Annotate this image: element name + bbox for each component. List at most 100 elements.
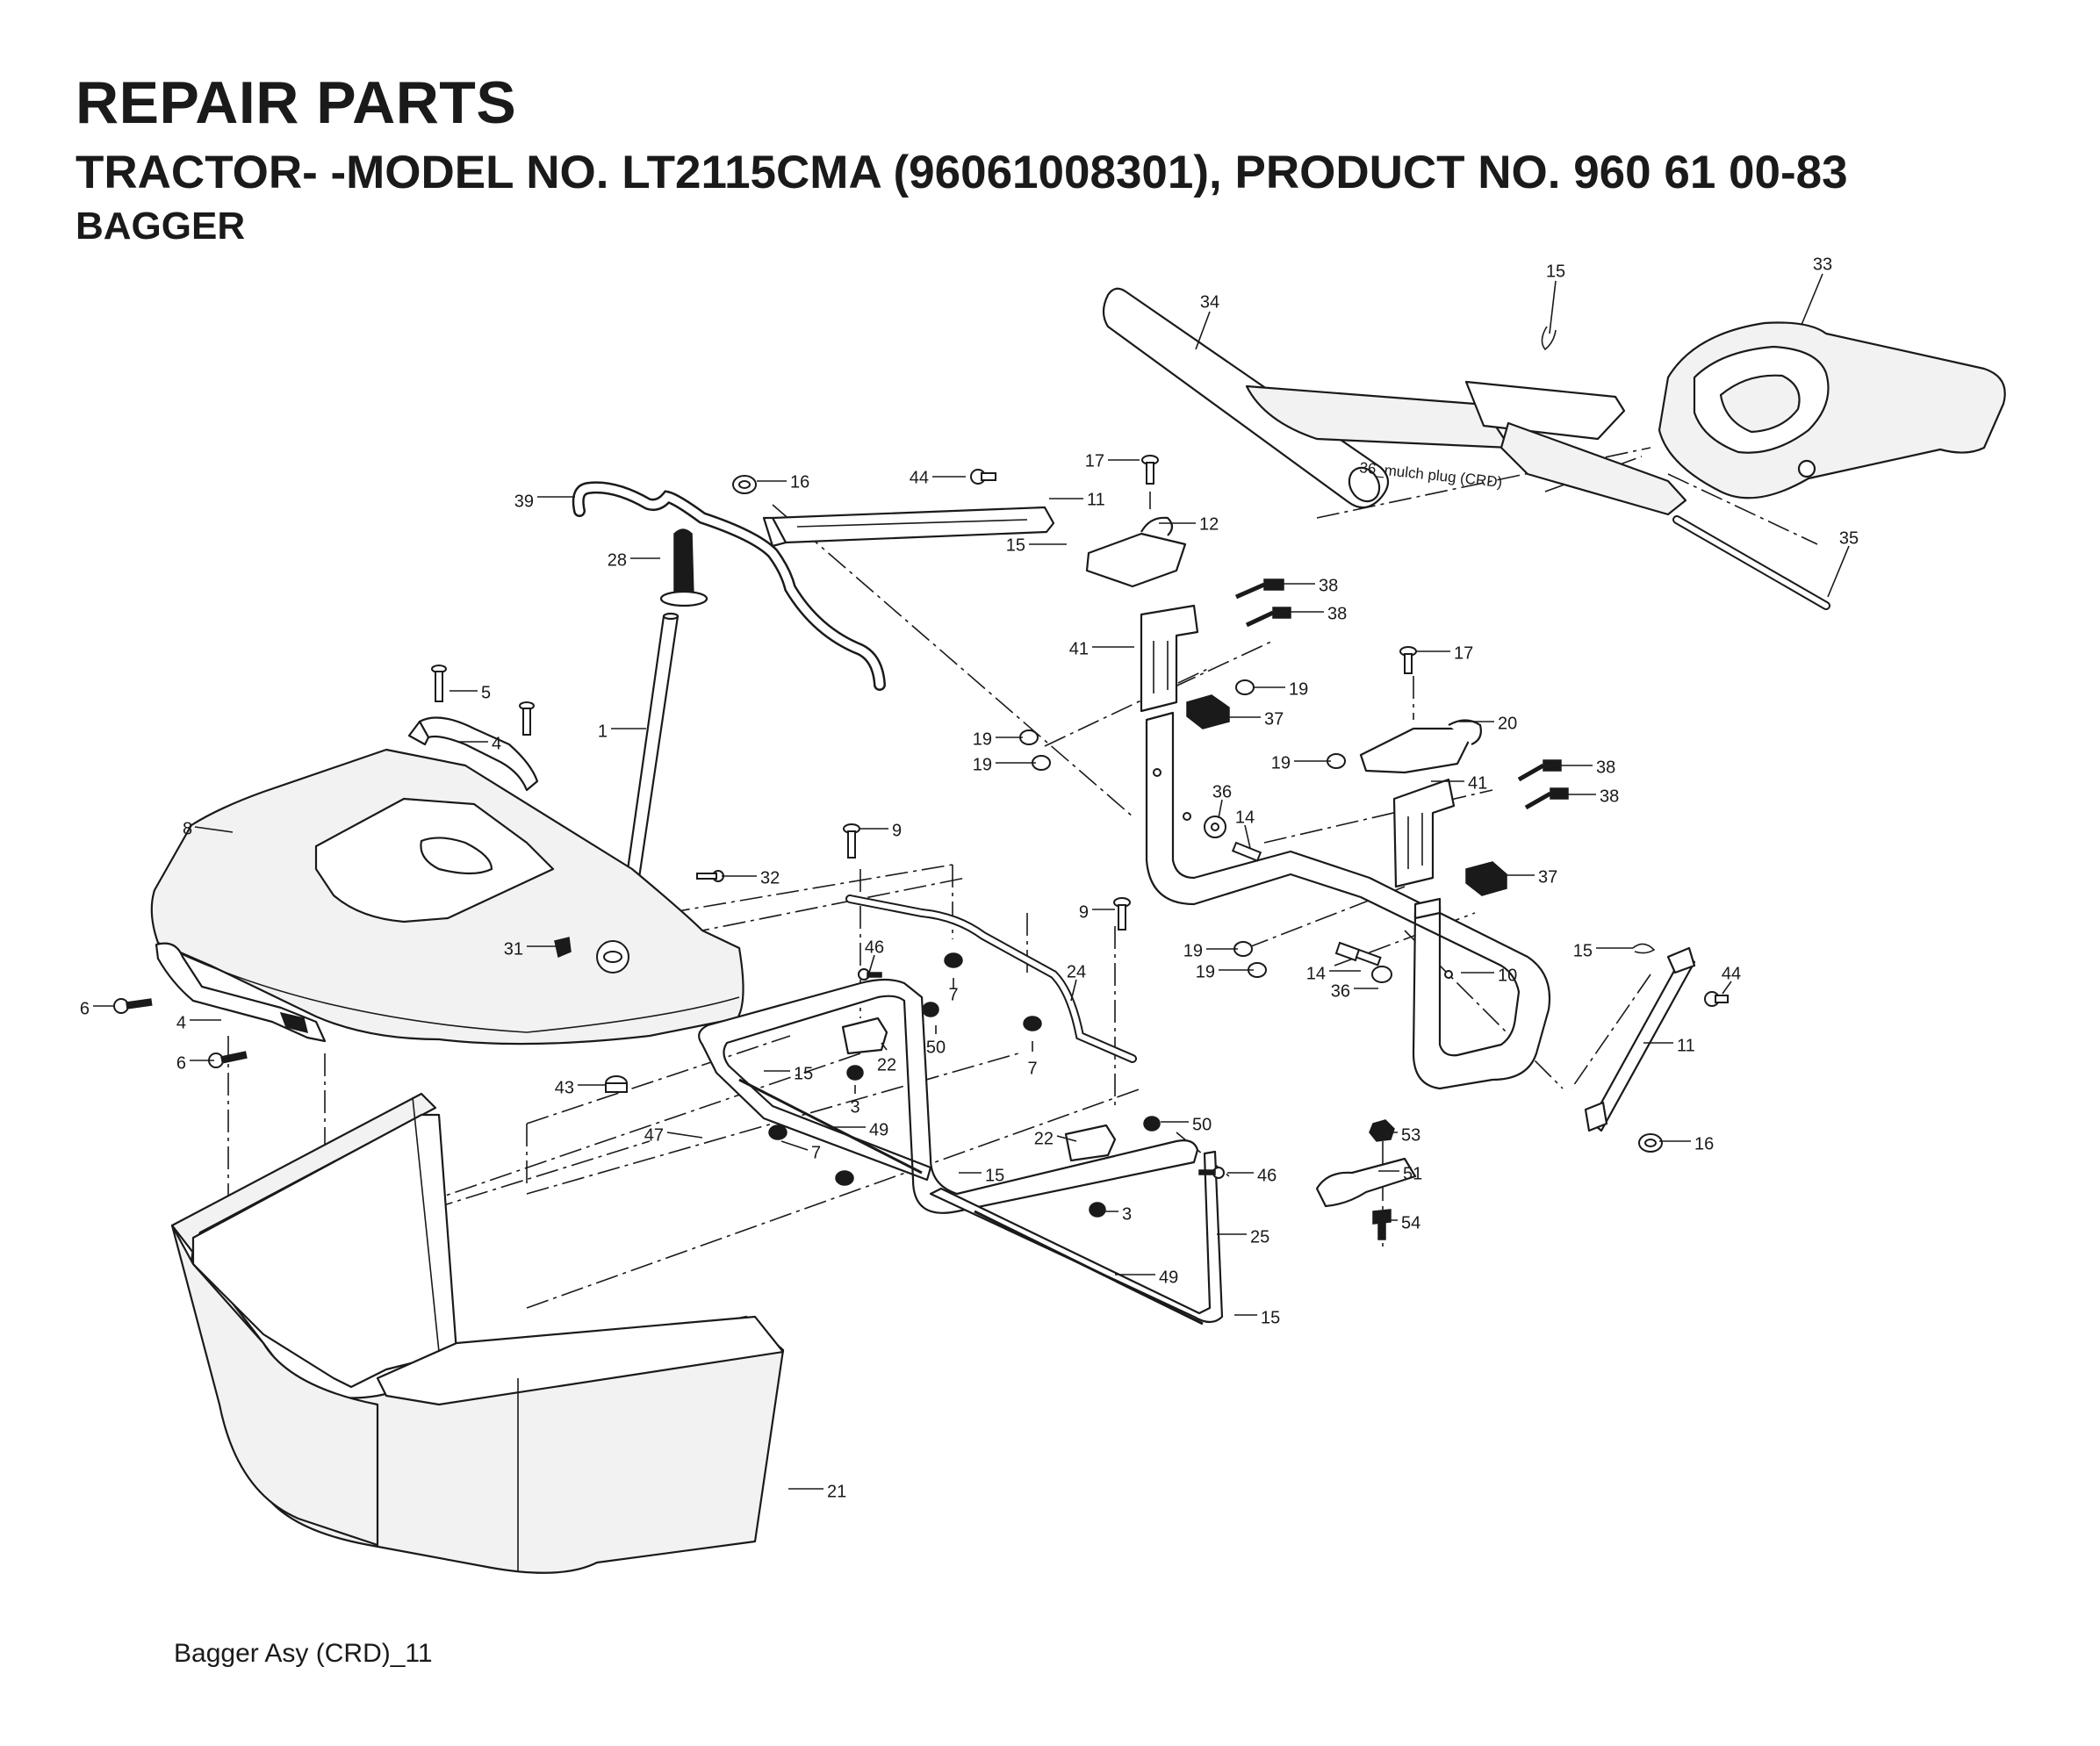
callout-leader bbox=[1549, 280, 1557, 334]
callout-number: 5 bbox=[481, 683, 491, 702]
part-38-bolts-left bbox=[1234, 578, 1291, 628]
callout-leader bbox=[1722, 981, 1732, 995]
callout-c-44b: 44 bbox=[1722, 964, 1741, 995]
part-16-nut-upper bbox=[732, 475, 757, 494]
callout-c-38a: 38 bbox=[1282, 576, 1338, 595]
callout-number: 7 bbox=[1027, 1059, 1037, 1078]
part-4-handle-lower bbox=[155, 942, 327, 1043]
callout-c-14a: 14 bbox=[1235, 808, 1255, 849]
part-11-bracket-upper bbox=[762, 506, 1055, 548]
callout-c-7a: 7 bbox=[948, 978, 959, 1004]
callout-c-7c: 7 bbox=[780, 1140, 821, 1162]
callout-number: 15 bbox=[794, 1064, 813, 1083]
callout-c-17b: 17 bbox=[1415, 643, 1473, 663]
callout-number: 11 bbox=[1087, 490, 1105, 509]
callout-number: 17 bbox=[1085, 451, 1104, 471]
part-25-bag-frame-side bbox=[929, 1150, 1224, 1324]
part-39-handle-rod bbox=[572, 481, 886, 691]
part-12-latch bbox=[1085, 516, 1187, 588]
callout-c-32: 32 bbox=[722, 868, 780, 887]
callout-c-46a: 46 bbox=[865, 938, 884, 974]
part-24-rod bbox=[845, 895, 1137, 1063]
part-14-bolts bbox=[1231, 841, 1382, 966]
callout-c-10: 10 bbox=[1461, 966, 1517, 985]
callout-number: 14 bbox=[1306, 964, 1326, 983]
part-33-chute-hood bbox=[1658, 321, 2006, 499]
part-20-latch-right bbox=[1359, 719, 1482, 774]
callout-number: 15 bbox=[985, 1166, 1004, 1185]
callout-c-49b: 49 bbox=[1115, 1268, 1178, 1287]
part-36-spacer bbox=[1204, 816, 1392, 983]
part-49-rods bbox=[738, 1078, 1204, 1326]
callout-c-39: 39 bbox=[514, 492, 575, 511]
callout-leader bbox=[1070, 979, 1077, 1002]
callout-number: 6 bbox=[176, 1053, 186, 1073]
callout-number: 36 bbox=[1331, 981, 1350, 1001]
part-38-bolts-right bbox=[1517, 759, 1569, 810]
callout-c-21: 21 bbox=[788, 1482, 846, 1501]
callout-leader bbox=[1801, 273, 1823, 326]
callout-number: 19 bbox=[1196, 962, 1215, 981]
callout-c-41b: 41 bbox=[1431, 773, 1487, 793]
callout-number: 22 bbox=[877, 1055, 896, 1074]
callout-c-36a: 36 bbox=[1212, 782, 1232, 819]
part-43-plug bbox=[605, 1075, 628, 1093]
callout-c-44a: 44 bbox=[910, 468, 966, 487]
callout-c-36b: 36 bbox=[1331, 981, 1378, 1001]
callout-c-51: 51 bbox=[1378, 1164, 1422, 1183]
part-47-bag-frame bbox=[698, 978, 1199, 1214]
callout-number: 22 bbox=[1034, 1129, 1054, 1148]
callout-number: 47 bbox=[644, 1125, 664, 1145]
part-22-clamps bbox=[841, 1017, 1117, 1162]
callout-c-3a: 3 bbox=[850, 1085, 860, 1117]
part-31-clip bbox=[554, 937, 572, 959]
callout-number: 49 bbox=[1159, 1268, 1178, 1287]
part-51-latch bbox=[1315, 1157, 1417, 1208]
callout-c-15f: 15 bbox=[1234, 1308, 1280, 1327]
part-28-grip bbox=[659, 528, 708, 607]
part-21-grass-bag bbox=[170, 1092, 785, 1574]
callout-number: 17 bbox=[1454, 643, 1473, 663]
model-subtitle: TRACTOR- -MODEL NO. LT2115CMA (960610083… bbox=[76, 147, 1848, 198]
callout-c-49a: 49 bbox=[834, 1120, 888, 1139]
part-7-50-3-nuts bbox=[768, 952, 1161, 1218]
part-44-bolt-lower bbox=[1704, 991, 1729, 1007]
callout-c-11b: 11 bbox=[1643, 1036, 1695, 1055]
callout-leader bbox=[1218, 799, 1223, 819]
callout-number: 50 bbox=[926, 1038, 946, 1057]
callout-number: 19 bbox=[1271, 753, 1291, 772]
callout-c-12: 12 bbox=[1159, 514, 1219, 534]
callout-c-19e: 19 bbox=[1183, 941, 1238, 960]
callout-number: 44 bbox=[910, 468, 929, 487]
callout-number: 12 bbox=[1199, 514, 1219, 534]
callout-c-19f: 19 bbox=[1196, 962, 1254, 981]
part-16-nut-lower bbox=[1638, 1133, 1663, 1153]
callout-number: 33 bbox=[1813, 255, 1832, 274]
callout-number: 50 bbox=[1192, 1115, 1212, 1134]
callout-number: 38 bbox=[1327, 604, 1347, 623]
part-35-pin bbox=[1672, 515, 1830, 610]
callout-c-22b: 22 bbox=[1034, 1129, 1077, 1148]
callout-number: 37 bbox=[1264, 709, 1284, 729]
callout-c-4a: 4 bbox=[458, 734, 501, 753]
callout-c-15a: 15 bbox=[1546, 262, 1565, 334]
callout-c-3b: 3 bbox=[1103, 1204, 1132, 1224]
callout-c-9b: 9 bbox=[1079, 902, 1115, 922]
callout-number: 54 bbox=[1401, 1213, 1420, 1232]
callout-number: 9 bbox=[1079, 902, 1089, 922]
callout-c-5: 5 bbox=[449, 683, 491, 702]
callout-c-1: 1 bbox=[598, 722, 646, 741]
callout-number: 44 bbox=[1722, 964, 1741, 983]
part-32-bolt bbox=[696, 870, 724, 882]
callout-number: 51 bbox=[1403, 1164, 1422, 1183]
part-17-bolt-right bbox=[1399, 646, 1417, 674]
callout-number: 7 bbox=[811, 1143, 821, 1162]
part-4-handle-top bbox=[407, 716, 539, 792]
callout-number: 3 bbox=[850, 1097, 859, 1117]
callout-c-19c: 19 bbox=[973, 755, 1036, 774]
callout-c-4b: 4 bbox=[176, 1013, 221, 1032]
callout-c-38c: 38 bbox=[1561, 758, 1615, 777]
callout-c-6b: 6 bbox=[176, 1053, 214, 1073]
part-9-bolts bbox=[843, 823, 1131, 930]
callout-number: 15 bbox=[1546, 262, 1565, 281]
